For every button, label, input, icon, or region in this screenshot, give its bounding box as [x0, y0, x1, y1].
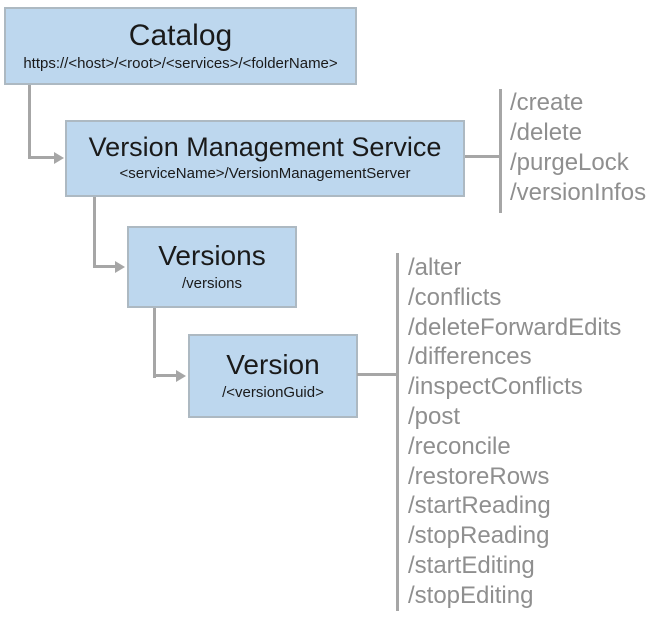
versions-node: Versions /versions	[127, 226, 297, 308]
version-endpoint: /startReading	[408, 492, 551, 520]
version-endpoint: /stopEditing	[408, 581, 534, 609]
version-endpoint: /differences	[408, 343, 532, 371]
connector-vms-versions-run	[93, 265, 116, 268]
vms-title: Version Management Service	[88, 131, 442, 162]
versions-title: Versions	[158, 239, 266, 271]
connector-vms-versions-stem	[93, 197, 96, 268]
connector-versions-version-run	[153, 374, 177, 377]
version-endpoint: /conflicts	[408, 283, 502, 311]
version-endpoint: /post	[408, 402, 461, 430]
vms-endpoint: /purgeLock	[510, 149, 629, 176]
arrowhead-to-vms-icon	[54, 151, 64, 164]
connector-vms-endpoints-run	[465, 155, 500, 158]
version-endpoint-list: /alter /conflicts /deleteForwardEdits /d…	[408, 253, 621, 611]
catalog-title: Catalog	[128, 18, 233, 52]
version-endpoint: /deleteForwardEdits	[408, 313, 622, 341]
version-endpoint: /stopReading	[408, 522, 550, 550]
version-node: Version /<versionGuid>	[188, 334, 358, 418]
catalog-url: https://<host>/<root>/<services>/<folder…	[23, 54, 338, 72]
version-endpoint: /reconcile	[408, 432, 511, 460]
version-endpoint: /startEditing	[408, 551, 535, 579]
version-path: /<versionGuid>	[222, 383, 324, 401]
arrowhead-to-versions-icon	[115, 260, 125, 273]
vms-endpoint: /versionInfos	[510, 179, 647, 206]
version-endpoints-bracket	[396, 253, 399, 611]
version-management-service-node: Version Management Service <serviceName>…	[65, 120, 465, 197]
vms-endpoint: /delete	[510, 119, 583, 146]
versions-path: /versions	[181, 274, 243, 292]
version-endpoint: /alter	[408, 254, 462, 281]
connector-version-endpoints-run	[357, 373, 397, 376]
vms-endpoints-bracket	[499, 89, 502, 213]
catalog-node: Catalog https://<host>/<root>/<services>…	[4, 7, 357, 85]
connector-catalog-vms-run	[28, 156, 55, 159]
vms-endpoint-list: /create /delete /purgeLock /versionInfos	[510, 88, 646, 208]
version-endpoint: /inspectConflicts	[408, 373, 583, 401]
vms-path: <serviceName>/VersionManagementServer	[119, 165, 411, 183]
version-title: Version	[226, 348, 320, 380]
connector-catalog-vms-stem	[28, 85, 31, 159]
vms-endpoint: /create	[510, 89, 584, 116]
arrowhead-to-version-icon	[176, 369, 186, 382]
version-endpoint: /restoreRows	[408, 462, 550, 490]
connector-versions-version-stem	[153, 308, 156, 378]
